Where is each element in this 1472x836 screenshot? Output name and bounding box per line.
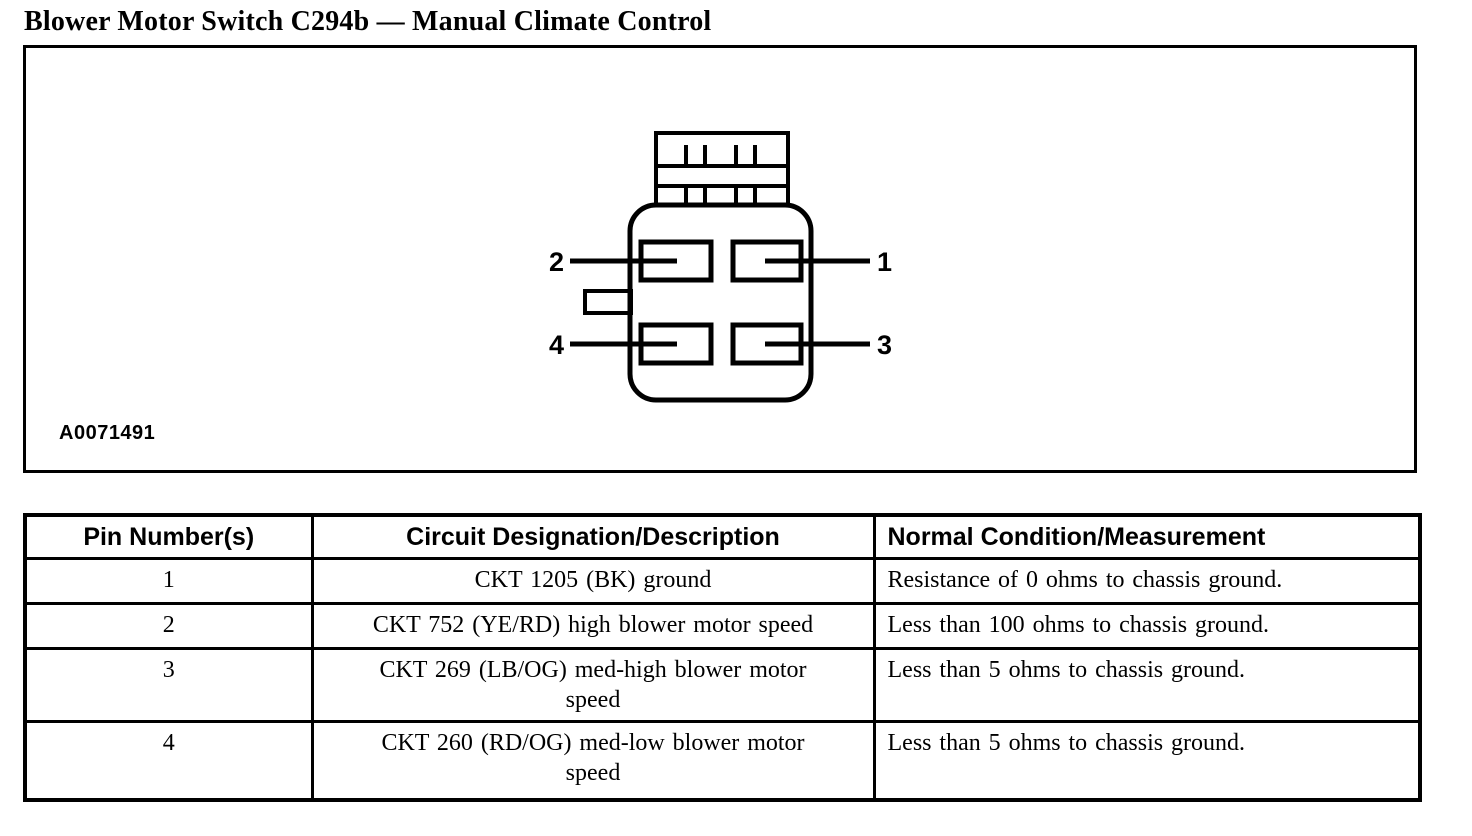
circuit-cell: CKT 752 (YE/RD) high blower motor speed (310, 602, 876, 650)
connector-body (627, 202, 814, 403)
pin-number-cell: 4 (23, 720, 314, 801)
pin-label-4: 4 (549, 330, 564, 360)
col-header-pin-number: Pin Number(s) (23, 513, 314, 560)
circuit-cell: CKT 260 (RD/OG) med-low blower motor spe… (310, 720, 876, 801)
pin-number-cell: 1 (23, 557, 314, 605)
table-row: 1 CKT 1205 (BK) ground Resistance of 0 o… (23, 557, 1422, 605)
circuit-text: CKT 752 (YE/RD) high blower motor speed (372, 612, 814, 638)
connector-figure-box: 2 1 4 3 A0071491 (23, 45, 1417, 473)
col-header-condition: Normal Condition/Measurement (872, 513, 1422, 560)
figure-id-label: A0071491 (59, 422, 156, 444)
pin-label-1: 1 (877, 247, 892, 277)
pin-number-cell: 3 (23, 647, 314, 723)
circuit-cell: CKT 1205 (BK) ground (310, 557, 876, 605)
pin-label-2: 2 (549, 247, 564, 277)
table-header-row: Pin Number(s) Circuit Designation/Descri… (23, 513, 1422, 560)
connector-latch (654, 131, 790, 207)
circuit-text: speed (565, 760, 621, 786)
circuit-text: CKT 1205 (BK) ground (474, 567, 712, 593)
connector-side-tab (583, 289, 633, 315)
condition-cell: Resistance of 0 ohms to chassis ground. (872, 557, 1422, 605)
page-title: Blower Motor Switch C294b — Manual Clima… (24, 6, 712, 37)
circuit-text: CKT 260 (RD/OG) med-low blower motor (381, 730, 805, 756)
pin-number-cell: 2 (23, 602, 314, 650)
circuit-text: speed (565, 687, 621, 713)
table-row: 3 CKT 269 (LB/OG) med-high blower motor … (23, 647, 1422, 723)
pin-label-3: 3 (877, 330, 892, 360)
condition-cell: Less than 100 ohms to chassis ground. (872, 602, 1422, 650)
table-row: 4 CKT 260 (RD/OG) med-low blower motor s… (23, 720, 1422, 801)
table-row: 2 CKT 752 (YE/RD) high blower motor spee… (23, 602, 1422, 650)
col-header-circuit: Circuit Designation/Description (310, 513, 876, 560)
circuit-cell: CKT 269 (LB/OG) med-high blower motor sp… (310, 647, 876, 723)
circuit-text: CKT 269 (LB/OG) med-high blower motor (379, 657, 807, 683)
condition-cell: Less than 5 ohms to chassis ground. (872, 647, 1422, 723)
condition-cell: Less than 5 ohms to chassis ground. (872, 720, 1422, 801)
connector-diagram: 2 1 4 3 (549, 131, 892, 403)
pinout-table: Pin Number(s) Circuit Designation/Descri… (23, 513, 1422, 802)
